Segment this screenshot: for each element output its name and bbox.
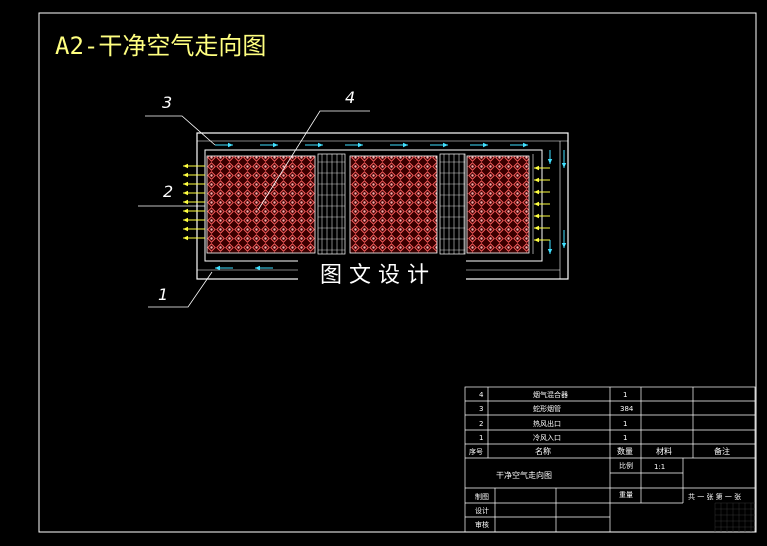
part-2-qty: 1 [623, 420, 627, 428]
drawing-name: 干净空气走向图 [496, 470, 552, 480]
flow-arrow [534, 213, 550, 219]
header-no: 序号 [469, 447, 483, 456]
flow-arrow [470, 142, 488, 148]
air-flow-arrows [215, 142, 567, 271]
flow-arrow [183, 163, 205, 169]
tube-bank-3 [466, 155, 530, 254]
flow-arrow [183, 172, 205, 178]
part-2-name: 热风出口 [533, 419, 561, 428]
callout-2: 2 [138, 182, 205, 207]
part-4-name: 烟气混合器 [533, 390, 568, 399]
flow-arrow [534, 165, 550, 171]
flow-arrow [510, 142, 528, 148]
part-3-qty: 384 [620, 405, 634, 413]
flow-arrow [430, 142, 448, 148]
callout-label: 4 [345, 88, 355, 107]
callout-3: 3 [145, 93, 216, 146]
flow-arrow [390, 142, 408, 148]
watermark-text: 图 文 设 计 [320, 263, 429, 288]
part-4-no: 4 [479, 391, 484, 399]
baffle-grid [439, 153, 466, 255]
flow-arrow [561, 150, 567, 168]
design-label: 设计 [475, 506, 489, 515]
flow-arrow [260, 142, 278, 148]
part-1-qty: 1 [623, 434, 627, 442]
sheet-text: 共 一 张 第 一 张 [688, 492, 741, 501]
part-1-no: 1 [479, 434, 483, 442]
flow-arrow [255, 265, 273, 271]
watermark-bg [298, 256, 466, 288]
check-label: 审核 [475, 520, 489, 529]
flow-arrow [547, 240, 553, 254]
part-3-name: 蛇形烟管 [533, 404, 561, 413]
baffle-grids [317, 153, 534, 255]
flow-arrow [183, 190, 205, 196]
callout-label: 1 [158, 285, 168, 304]
baffle-grid [317, 153, 346, 255]
title-block [464, 386, 756, 533]
part-2-no: 2 [479, 420, 483, 428]
flow-arrow [534, 201, 550, 207]
header-material: 材料 [656, 446, 672, 456]
flow-arrow [305, 142, 323, 148]
flow-arrow [215, 142, 233, 148]
header-name: 名称 [535, 446, 551, 456]
part-4-qty: 1 [623, 391, 627, 399]
flow-arrow [183, 199, 205, 205]
flow-arrow [534, 225, 550, 231]
equipment-assembly [183, 132, 569, 280]
flow-arrow [183, 235, 205, 241]
flow-arrow [345, 142, 363, 148]
drawing-title: A2-干净空气走向图 [55, 32, 266, 60]
hot-air-outlet-arrows [534, 165, 550, 243]
callout-label: 3 [162, 93, 172, 112]
scale-value: 1:1 [654, 463, 665, 471]
title-block-text: 4 烟气混合器 1 3 蛇形烟管 384 2 热风出口 1 1 冷风入口 1 序… [469, 390, 741, 529]
tube-bank-2 [349, 155, 438, 254]
sheet-border [38, 12, 757, 533]
part-1-name: 冷风入口 [533, 433, 561, 442]
corner-grid [714, 502, 755, 532]
flow-arrow [534, 189, 550, 195]
flow-arrow [534, 237, 550, 243]
flow-arrow [183, 217, 205, 223]
header-remark: 备注 [714, 446, 730, 456]
callout-1: 1 [148, 271, 213, 308]
flow-arrow [183, 208, 205, 214]
flow-arrow [183, 181, 205, 187]
cold-air-inlet-arrows [183, 163, 205, 241]
part-3-no: 3 [479, 405, 483, 413]
flow-arrow [215, 265, 233, 271]
flow-arrow [561, 230, 567, 248]
weight-label: 重量 [619, 491, 633, 499]
scale-label: 比例 [619, 461, 633, 470]
callout-4: 4 [257, 88, 370, 211]
callout-label: 2 [163, 182, 173, 201]
flow-arrow [547, 150, 553, 164]
flow-arrow [534, 177, 550, 183]
drawn-label: 制图 [475, 492, 489, 501]
flow-arrow [183, 226, 205, 232]
header-qty: 数量 [617, 446, 633, 456]
